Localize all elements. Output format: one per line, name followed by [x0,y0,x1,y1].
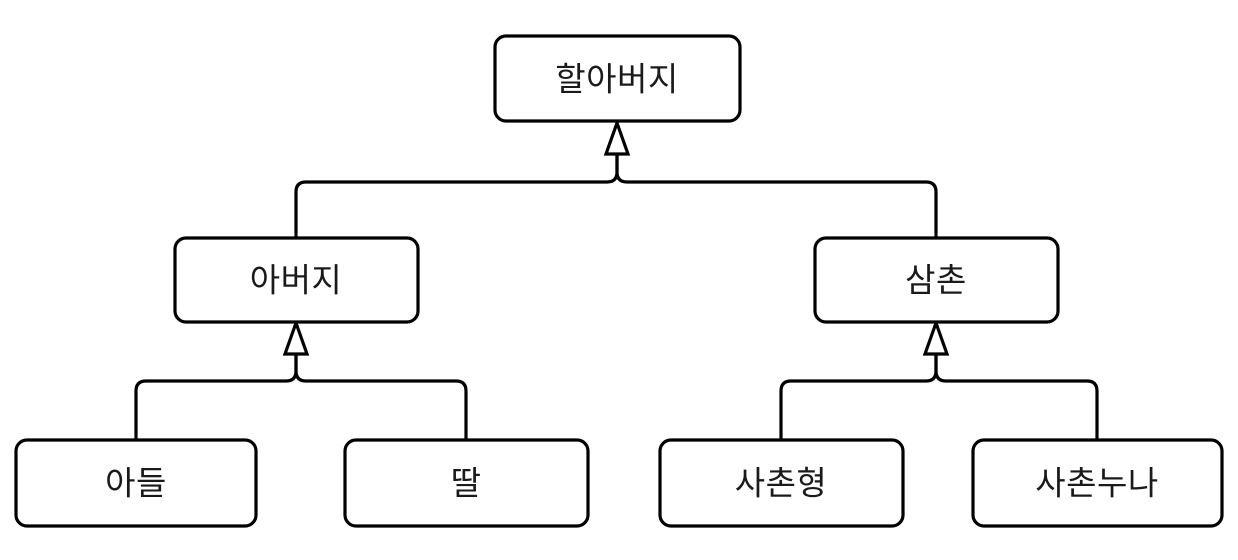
edge-son-to-father [134,353,298,440]
edge-cousin-sister-to-uncle [934,353,1099,440]
edge-uncle-to-grandfather [615,153,938,238]
node-uncle[interactable]: 삼촌 [813,236,1060,324]
node-daughter-label: 딸 [451,464,482,503]
node-father-label: 아버지 [250,261,343,300]
node-grandfather[interactable]: 할아버지 [493,34,742,123]
edge-group-uncle-children [779,353,1099,440]
edge-daughter-to-father [294,353,468,440]
node-father-box[interactable] [173,236,420,324]
node-cousin-sister-box[interactable] [971,438,1224,528]
edge-cousin-brother-to-uncle [779,353,938,440]
node-cousin-brother[interactable]: 사촌형 [658,438,905,528]
node-grandfather-label: 할아버지 [555,60,678,99]
node-cousin-brother-box[interactable] [658,438,905,528]
arrowhead-to-uncle [922,318,950,356]
edge-group-grandfather-children [294,153,938,238]
edge-father-to-grandfather [294,153,619,238]
arrowhead-to-grandfather [603,118,631,156]
node-son-box[interactable] [14,438,258,528]
node-son-label: 아들 [105,464,167,503]
arrowhead-to-father [282,318,310,356]
node-cousin-brother-label: 사촌형 [735,464,828,503]
node-son[interactable]: 아들 [14,438,258,528]
node-uncle-box[interactable] [813,236,1060,324]
node-father[interactable]: 아버지 [173,236,420,324]
edge-group-father-children [134,353,468,440]
node-grandfather-box[interactable] [493,34,742,123]
node-daughter[interactable]: 딸 [343,438,590,528]
node-uncle-label: 삼촌 [905,261,967,300]
node-cousin-sister-label: 사촌누나 [1035,464,1158,503]
node-daughter-box[interactable] [343,438,590,528]
node-cousin-sister[interactable]: 사촌누나 [971,438,1224,528]
